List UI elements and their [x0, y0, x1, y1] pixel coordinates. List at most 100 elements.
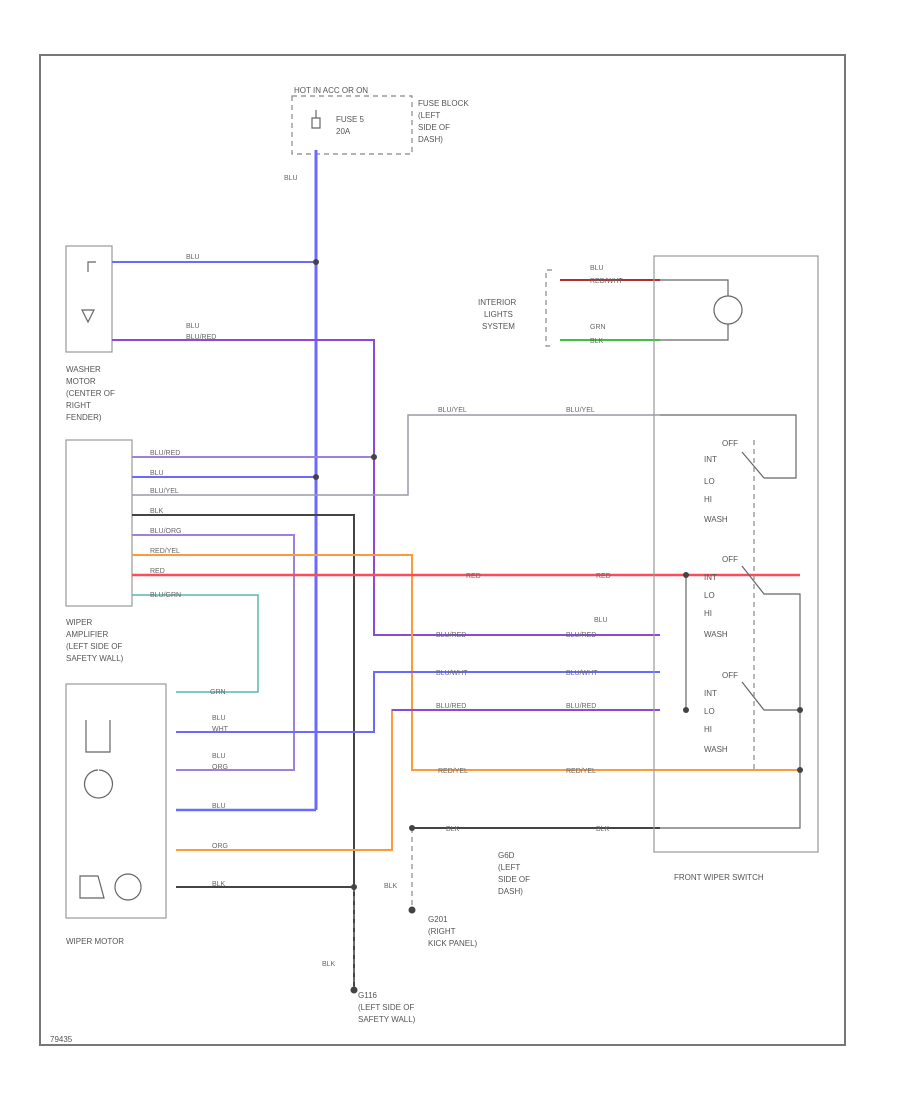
- svg-text:WHT: WHT: [212, 726, 229, 733]
- svg-text:WASH: WASH: [704, 515, 728, 524]
- diagram-frame: [39, 54, 846, 1046]
- svg-text:WASHER: WASHER: [66, 365, 101, 374]
- svg-text:BLK: BLK: [322, 961, 336, 968]
- washer-motor: WASHER MOTOR (CENTER OF RIGHT FENDER): [65, 245, 115, 422]
- wire-amp-blu-grn: [132, 594, 259, 693]
- svg-text:DASH): DASH): [498, 887, 523, 896]
- fuse-location-line2: (LEFT: [418, 111, 440, 120]
- wiper-motor-park-switch: [83, 720, 114, 799]
- svg-text:LO: LO: [704, 477, 715, 486]
- wire-motor-blu-wht: [176, 671, 660, 733]
- svg-text:BLU: BLU: [212, 715, 226, 722]
- svg-text:HI: HI: [704, 609, 712, 618]
- svg-text:WIPER MOTOR: WIPER MOTOR: [66, 937, 124, 946]
- svg-text:SAFETY WALL): SAFETY WALL): [66, 654, 124, 663]
- svg-text:OFF: OFF: [722, 439, 738, 448]
- switch-light-icon: [713, 295, 743, 325]
- svg-text:BLU/YEL: BLU/YEL: [150, 488, 179, 495]
- svg-text:BLK: BLK: [212, 881, 226, 888]
- wire-amp-red-yel: [132, 554, 800, 771]
- wire-amp-blu-yel: [132, 414, 660, 496]
- svg-text:ORG: ORG: [212, 843, 228, 850]
- svg-text:BLU/WHT: BLU/WHT: [566, 670, 598, 677]
- svg-text:BLK: BLK: [446, 826, 460, 833]
- switch-group-1: OFF INT LO HI WASH: [704, 439, 765, 524]
- svg-text:G201: G201: [428, 915, 448, 924]
- svg-text:KICK PANEL): KICK PANEL): [428, 939, 478, 948]
- svg-text:RED/YEL: RED/YEL: [566, 768, 596, 775]
- svg-text:(CENTER OF: (CENTER OF: [66, 389, 115, 398]
- svg-text:SIDE OF: SIDE OF: [498, 875, 530, 884]
- svg-text:BLU: BLU: [212, 803, 226, 810]
- svg-text:RED: RED: [466, 573, 481, 580]
- svg-text:RED: RED: [596, 573, 611, 580]
- fuse-location-line3: SIDE OF: [418, 123, 450, 132]
- svg-text:BLK: BLK: [596, 826, 610, 833]
- wiper-motor-icon: [114, 873, 142, 901]
- fuse-location-line4: DASH): [418, 135, 443, 144]
- svg-text:BLU/RED: BLU/RED: [566, 703, 596, 710]
- switch-group-3: OFF INT LO HI WASH: [660, 671, 801, 829]
- washer-motor-icon: [81, 261, 96, 324]
- svg-text:RED/YEL: RED/YEL: [438, 768, 468, 775]
- splice-dots: [313, 259, 803, 890]
- wire-washer-blu-red: [112, 339, 660, 636]
- figure-id: 79435: [50, 1035, 73, 1044]
- wire-blu-main: BLU: [284, 150, 318, 810]
- svg-text:(RIGHT: (RIGHT: [428, 927, 456, 936]
- wire-amp-blk: [132, 514, 355, 990]
- ground-g201: [408, 906, 416, 914]
- svg-text:ORG: ORG: [212, 764, 228, 771]
- svg-text:BLU: BLU: [186, 254, 200, 261]
- svg-text:HI: HI: [704, 495, 712, 504]
- svg-text:BLU/RED: BLU/RED: [436, 703, 466, 710]
- svg-text:GRN: GRN: [210, 689, 226, 696]
- wiper-motor: WIPER MOTOR: [65, 683, 167, 946]
- svg-text:BLU: BLU: [150, 470, 164, 477]
- fuse-title: HOT IN ACC OR ON: [294, 86, 368, 95]
- svg-text:BLU/RED: BLU/RED: [186, 334, 216, 341]
- svg-text:LO: LO: [704, 707, 715, 716]
- svg-text:(LEFT SIDE OF: (LEFT SIDE OF: [358, 1003, 414, 1012]
- svg-text:MOTOR: MOTOR: [66, 377, 96, 386]
- svg-text:(LEFT SIDE OF: (LEFT SIDE OF: [66, 642, 122, 651]
- fuse-name-line1: FUSE 5: [336, 115, 365, 124]
- wire-amp-blu-org: [132, 534, 295, 771]
- svg-text:BLU/YEL: BLU/YEL: [566, 407, 595, 414]
- svg-text:LIGHTS: LIGHTS: [484, 310, 513, 319]
- svg-text:WIPER: WIPER: [66, 618, 92, 627]
- svg-text:BLU/GRN: BLU/GRN: [150, 592, 181, 599]
- svg-text:BLK: BLK: [590, 338, 604, 345]
- svg-text:BLU/WHT: BLU/WHT: [436, 670, 468, 677]
- svg-text:BLU/RED: BLU/RED: [566, 632, 596, 639]
- svg-text:BLU: BLU: [212, 753, 226, 760]
- svg-text:BLK: BLK: [384, 883, 398, 890]
- svg-text:BLU: BLU: [594, 617, 608, 624]
- fuse-location-line1: FUSE BLOCK: [418, 99, 469, 108]
- svg-text:AMPLIFIER: AMPLIFIER: [66, 630, 108, 639]
- interior-lights-system: INTERIOR LIGHTS SYSTEM: [478, 269, 552, 347]
- svg-text:OFF: OFF: [722, 671, 738, 680]
- svg-text:G116: G116: [358, 991, 378, 1000]
- svg-text:G6D: G6D: [498, 851, 515, 860]
- svg-text:WASH: WASH: [704, 630, 728, 639]
- svg-text:WASH: WASH: [704, 745, 728, 754]
- svg-text:BLU/RED: BLU/RED: [150, 450, 180, 457]
- front-wiper-switch: OFF INT LO HI WASH OFF INT LO HI WASH OF…: [653, 255, 819, 882]
- svg-text:RED/WHT: RED/WHT: [590, 278, 623, 285]
- svg-text:BLK: BLK: [150, 508, 164, 515]
- svg-text:FRONT WIPER SWITCH: FRONT WIPER SWITCH: [674, 873, 764, 882]
- svg-text:HI: HI: [704, 725, 712, 734]
- svg-text:FENDER): FENDER): [66, 413, 102, 422]
- fuse-symbol: [311, 110, 321, 129]
- svg-text:OFF: OFF: [722, 555, 738, 564]
- switch-group-2: OFF INT LO HI WASH: [704, 555, 801, 710]
- svg-text:RIGHT: RIGHT: [66, 401, 91, 410]
- svg-text:INT: INT: [704, 689, 717, 698]
- svg-text:(LEFT: (LEFT: [498, 863, 520, 872]
- svg-text:RED/YEL: RED/YEL: [150, 548, 180, 555]
- svg-text:SAFETY WALL): SAFETY WALL): [358, 1015, 416, 1024]
- svg-text:BLU/RED: BLU/RED: [436, 632, 466, 639]
- ground-g116: [350, 986, 358, 994]
